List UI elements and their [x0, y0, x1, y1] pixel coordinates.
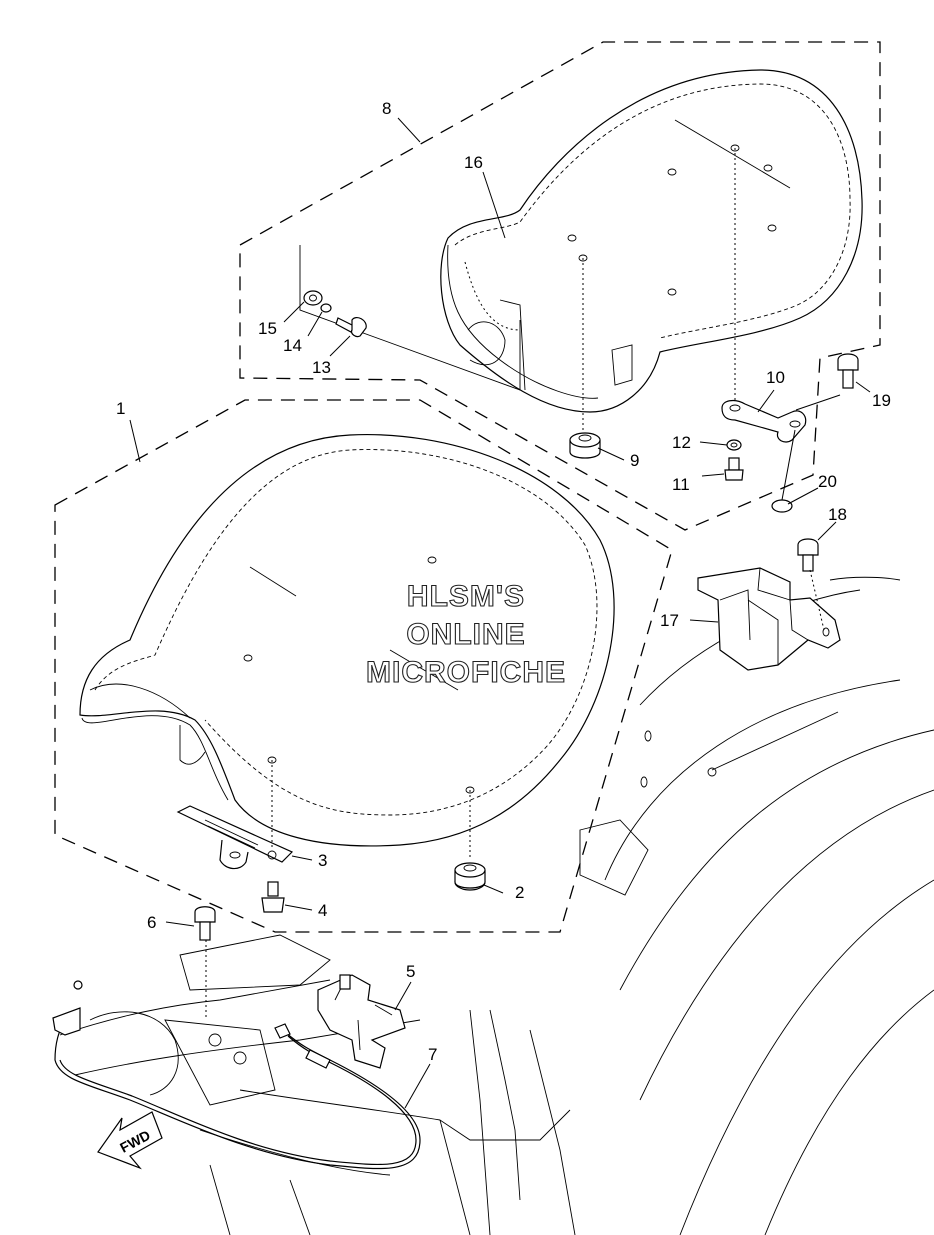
callout-4[interactable]: 4	[318, 901, 327, 920]
part-15-washer	[303, 290, 323, 306]
callout-12[interactable]: 12	[672, 433, 691, 452]
rear-seat	[440, 69, 863, 413]
callout-19[interactable]: 19	[872, 391, 891, 410]
fwd-arrow-icon: FWD	[97, 1111, 163, 1170]
callout-20[interactable]: 20	[818, 472, 837, 491]
watermark: HLSM'S ONLINE MICROFICHE	[365, 579, 566, 689]
callout-18[interactable]: 18	[828, 505, 847, 524]
frame-background	[59, 576, 934, 1235]
part-17-stay	[697, 567, 841, 671]
callout-2[interactable]: 2	[515, 883, 524, 902]
callout-1[interactable]: 1	[116, 399, 125, 418]
part-5-latch	[317, 974, 406, 1069]
part-19-bolt	[837, 353, 859, 389]
callouts: 1 2 3 4 5 6 7 8 9 10 11 12 13 14 15 16 1…	[116, 99, 891, 1064]
callout-10[interactable]: 10	[766, 368, 785, 387]
callout-14[interactable]: 14	[283, 336, 302, 355]
callout-3[interactable]: 3	[318, 851, 327, 870]
part-12-washer	[726, 439, 742, 451]
part-2-damper	[454, 862, 486, 891]
part-11-bolt	[724, 457, 744, 481]
warning-label-outline	[299, 245, 521, 391]
part-14-lockwasher	[320, 303, 332, 313]
front-seat	[79, 433, 615, 847]
part-4-bolt	[261, 881, 285, 913]
callout-17[interactable]: 17	[660, 611, 679, 630]
watermark-line-1: HLSM'S	[407, 580, 525, 613]
rear-seat-group-outline	[239, 41, 881, 531]
part-9-damper	[569, 432, 601, 459]
callout-15[interactable]: 15	[258, 319, 277, 338]
part-20-washer	[771, 499, 793, 513]
callout-5[interactable]: 5	[406, 962, 415, 981]
leader-lines	[129, 117, 871, 1109]
watermark-line-2: ONLINE	[406, 618, 525, 651]
callout-8[interactable]: 8	[382, 99, 391, 118]
callout-9[interactable]: 9	[630, 451, 639, 470]
part-3-bracket	[176, 805, 294, 870]
part-6-bolt	[194, 906, 216, 941]
front-seat-group-outline	[54, 399, 673, 933]
part-13-screw	[335, 316, 367, 338]
callout-11[interactable]: 11	[672, 475, 690, 494]
part-10-bracket	[721, 399, 807, 443]
watermark-line-3: MICROFICHE	[366, 656, 566, 689]
part-7-cable	[52, 980, 421, 1170]
callout-7[interactable]: 7	[428, 1045, 437, 1064]
callout-6[interactable]: 6	[147, 913, 156, 932]
callout-16[interactable]: 16	[464, 153, 483, 172]
callout-13[interactable]: 13	[312, 358, 331, 377]
assembly-lines	[205, 148, 841, 1018]
part-18-bolt	[797, 538, 819, 572]
